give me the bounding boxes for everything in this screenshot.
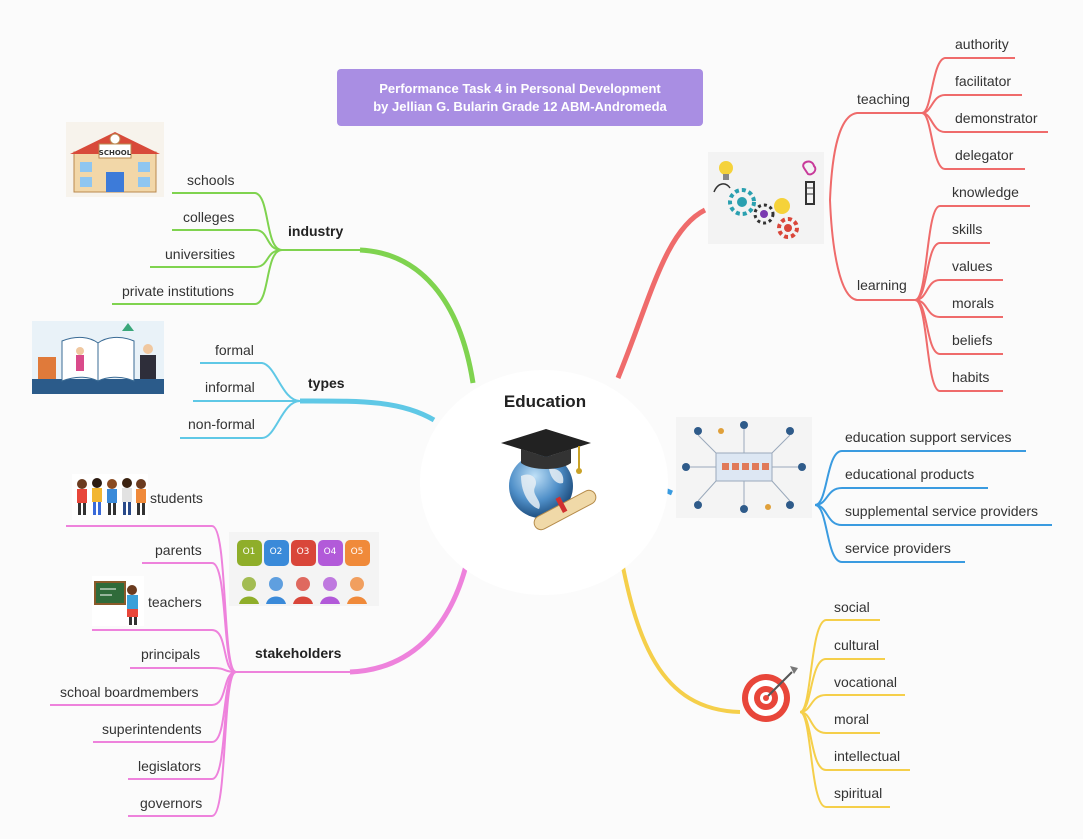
- stakeholders-item: principals: [141, 646, 201, 662]
- teaching-item: authority: [955, 36, 1009, 52]
- stakeholders-item: schoal boardmembers: [60, 684, 199, 700]
- aims-item: intellectual: [834, 748, 901, 764]
- school-sign-text: SCHOOL: [99, 149, 132, 157]
- gears-lightbulb-brain-icon: [708, 152, 824, 244]
- services-item: service providers: [845, 540, 951, 556]
- step-label: O5: [351, 547, 364, 557]
- teaching-item: demonstrator: [955, 110, 1038, 126]
- teacher-blackboard-icon: [92, 576, 144, 626]
- step-label: O1: [243, 547, 256, 557]
- aims-item: moral: [834, 711, 870, 727]
- title-line-1: Performance Task 4 in Personal Developme…: [379, 80, 661, 96]
- teaching-item: facilitator: [955, 73, 1012, 89]
- industry-item: private institutions: [122, 283, 235, 299]
- industry-item: schools: [187, 172, 235, 188]
- teaching-item: delegator: [955, 147, 1014, 163]
- learning-item: habits: [952, 369, 990, 385]
- kids-group-icon: [72, 474, 148, 520]
- learning-item: knowledge: [952, 184, 1019, 200]
- stakeholders-branch: [50, 525, 475, 817]
- title-line-2: by Jellian G. Bularin Grade 12 ABM-Andro…: [373, 98, 667, 114]
- types-item: informal: [205, 379, 255, 395]
- stakeholders-item: governors: [140, 795, 203, 811]
- step-label: O4: [324, 547, 337, 557]
- graduation-globe-icon: [491, 421, 608, 533]
- school-building-icon: SCHOOL: [66, 122, 164, 197]
- stakeholders-item: parents: [155, 542, 202, 558]
- open-book-students-icon: [32, 321, 164, 394]
- learning-label: learning: [857, 277, 907, 293]
- learning-item: morals: [952, 295, 995, 311]
- industry-item: colleges: [183, 209, 235, 225]
- network-diagram-icon: [676, 417, 812, 518]
- aims-item: spiritual: [834, 785, 883, 801]
- industry-label: industry: [288, 223, 344, 239]
- stakeholders-label: stakeholders: [255, 645, 342, 661]
- target-dartboard-icon: [740, 660, 802, 724]
- stakeholders-item: superintendents: [102, 721, 202, 737]
- services-item: supplemental service providers: [845, 503, 1038, 519]
- services-branch: [664, 450, 1052, 563]
- types-branch: [180, 362, 436, 439]
- types-item: non-formal: [188, 416, 255, 432]
- industry-branch: [112, 192, 476, 384]
- stakeholders-item: students: [150, 490, 203, 506]
- aims-item: social: [834, 599, 870, 615]
- learning-item: values: [952, 258, 993, 274]
- stakeholders-item: legislators: [138, 758, 202, 774]
- center-label: Education: [503, 392, 587, 411]
- teaching-learning-branch: [615, 57, 1048, 392]
- types-label: types: [308, 375, 345, 391]
- five-steps-people-icon: O1 O2 O3 O4 O5: [229, 532, 379, 606]
- step-label: O3: [297, 547, 310, 557]
- stakeholders-item: teachers: [148, 594, 202, 610]
- aims-item: vocational: [834, 674, 898, 690]
- services-item: educational products: [845, 466, 975, 482]
- learning-item: skills: [952, 221, 983, 237]
- aims-item: cultural: [834, 637, 880, 653]
- aims-branch: [616, 539, 910, 808]
- services-item: education support services: [845, 429, 1012, 445]
- title-box: Performance Task 4 in Personal Developme…: [337, 69, 703, 126]
- types-item: formal: [215, 342, 254, 358]
- step-label: O2: [270, 547, 283, 557]
- teaching-label: teaching: [857, 91, 910, 107]
- learning-item: beliefs: [952, 332, 993, 348]
- industry-item: universities: [165, 246, 236, 262]
